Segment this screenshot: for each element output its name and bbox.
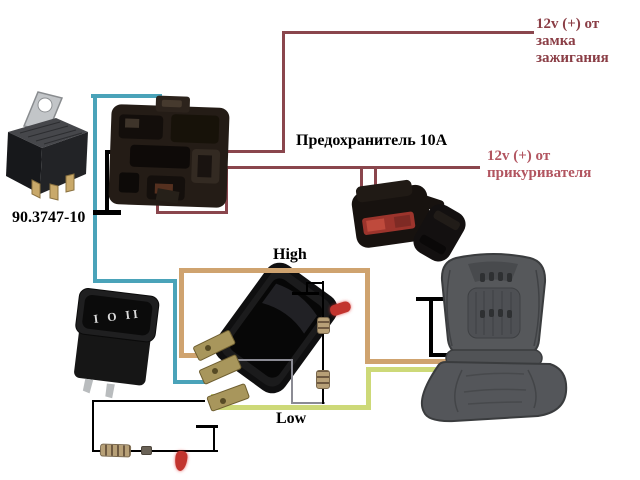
lighter-source-label: 12v (+) от прикуривателя <box>487 148 592 181</box>
high-led-ground-stem <box>306 282 308 294</box>
fuse-lead-left <box>360 166 363 188</box>
high-wire-terminal-stub <box>179 353 205 358</box>
low-led-bead <box>141 446 152 455</box>
high-led-ground-symbol <box>292 292 319 295</box>
ignition-wire-top <box>282 31 534 34</box>
relay-photo <box>6 91 88 201</box>
small-switch-pin <box>82 378 94 394</box>
switch-terminal-high <box>193 330 236 361</box>
high-label: High <box>273 246 307 263</box>
small-rocker-switch-photo: I O II <box>74 288 160 399</box>
bracket-hole <box>37 97 53 113</box>
ignition-wire-riser <box>282 31 285 153</box>
accessory-wire-bottom <box>156 211 228 214</box>
relay-socket-photo <box>108 95 230 208</box>
control-wire-to-switch <box>173 380 207 384</box>
low-led-ground-symbol <box>196 425 218 428</box>
low-led-resistor <box>99 443 132 458</box>
switch-terminal-common <box>199 354 242 385</box>
low-wire-riser <box>366 367 371 410</box>
fuse-holder-cap <box>413 204 466 262</box>
control-wire-left-drop <box>93 94 97 283</box>
heated-seat-pad-photo <box>420 253 568 423</box>
accessory-wire-main <box>225 166 480 169</box>
switch-position-markings: I O II <box>93 306 142 326</box>
high-led-ground-link <box>306 282 324 284</box>
low-led-wire-left <box>92 400 94 452</box>
low-wire-bottom <box>211 405 371 410</box>
control-wire-drop2 <box>173 279 177 384</box>
indicator-wire-drop <box>291 359 293 404</box>
low-wire-to-seat <box>366 367 448 372</box>
high-led-resistor-1 <box>317 317 330 334</box>
relay-ground-symbol <box>93 210 121 215</box>
ignition-wire-from-socket <box>222 150 285 153</box>
high-wire-right-drop <box>365 268 370 364</box>
switch-terminal-low <box>206 383 250 412</box>
high-led-chain-wire <box>322 281 324 404</box>
relay-model-label: 90.3747-10 <box>12 209 86 226</box>
indicator-wire-top <box>227 359 293 361</box>
relay-pins <box>31 173 75 201</box>
high-wire-top <box>179 268 370 273</box>
fuse-lead-right <box>374 166 377 188</box>
low-led-wire-top <box>92 400 205 402</box>
seat-ground-stem <box>429 297 433 357</box>
control-wire-top <box>91 94 162 98</box>
seat-cushion <box>420 360 568 423</box>
low-label: Low <box>276 410 307 427</box>
small-switch-rocker <box>82 294 153 336</box>
large-switch-terminals <box>193 330 250 412</box>
seat-ground-link <box>429 353 456 357</box>
small-switch-pin <box>105 383 115 399</box>
relay-ground-drop <box>105 150 109 212</box>
low-indicator-led <box>173 450 189 472</box>
low-led-wire-bottom <box>92 450 218 452</box>
control-wire-mid <box>93 279 177 283</box>
low-led-ground-stem <box>213 425 215 452</box>
high-wire-to-seat <box>365 359 452 364</box>
accessory-wire-socket-stub <box>156 200 159 214</box>
indicator-wire-to-led <box>291 402 325 404</box>
high-wire-left-drop <box>179 268 184 358</box>
high-led-resistor-2 <box>316 370 330 389</box>
fuse-holder-photo <box>351 179 466 262</box>
fuse-label: Предохранитель 10А <box>296 132 448 149</box>
ignition-source-label: 12v (+) от замка зажигания <box>536 16 609 66</box>
